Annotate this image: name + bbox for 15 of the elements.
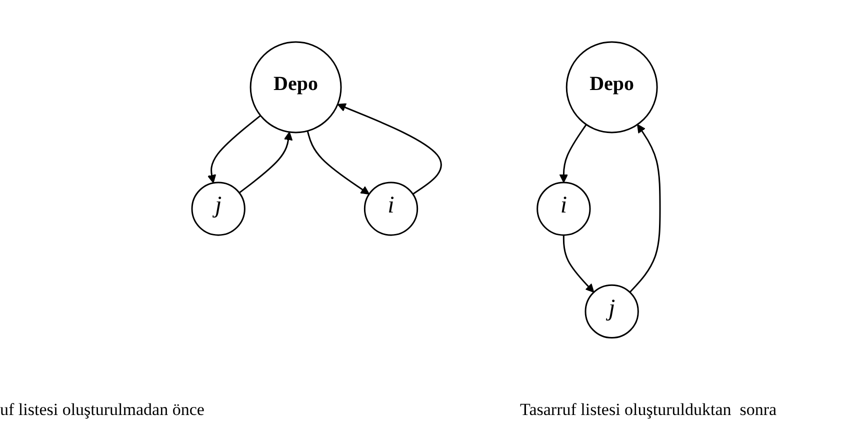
node-circle: i [364, 182, 418, 236]
arrow [207, 115, 261, 184]
caption: Tasarruf listesi oluşturulduktan sonra [520, 400, 777, 420]
node-circle: Depo [250, 41, 342, 134]
arrow [629, 124, 661, 293]
caption: uf listesi oluşturulmadan önce [0, 400, 204, 420]
node-circle: Depo [566, 41, 658, 134]
arrow [238, 132, 293, 194]
arrow [306, 130, 370, 195]
node-circle: i [536, 182, 591, 236]
node-circle: j [191, 182, 246, 236]
arrow [562, 235, 594, 293]
node-circle: j [584, 284, 639, 339]
arrow [559, 124, 587, 183]
arrow [337, 103, 442, 195]
